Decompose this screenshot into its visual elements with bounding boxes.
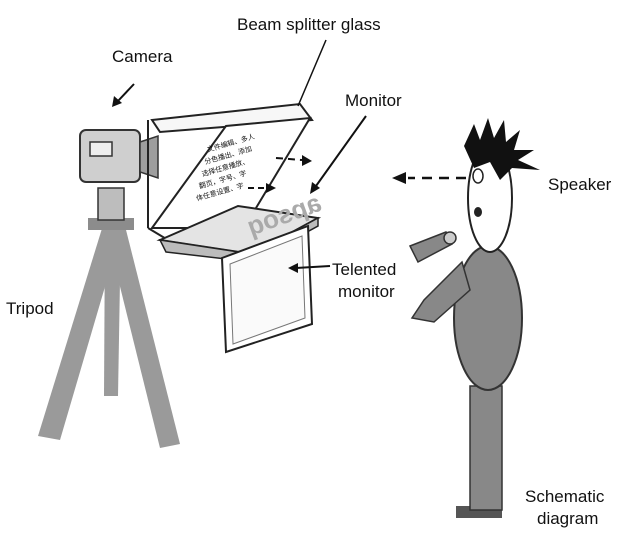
talent-monitor <box>220 224 314 354</box>
label-camera: Camera <box>112 47 173 66</box>
camera <box>79 129 159 221</box>
labels: Camera Beam splitter glass Monitor Speak… <box>6 15 612 528</box>
label-talent-monitor-line1: Telented <box>332 260 396 279</box>
label-monitor: Monitor <box>345 91 402 110</box>
microphone-head <box>443 231 457 245</box>
label-talent-monitor-line2: monitor <box>338 282 395 301</box>
speaker-figure <box>408 118 540 518</box>
speaker-eye <box>472 168 484 184</box>
callouts <box>112 39 367 273</box>
talent-monitor-screen <box>229 235 306 345</box>
label-schematic-line1: Schematic <box>525 487 605 506</box>
camera-mount <box>97 187 125 221</box>
tripod <box>38 218 180 448</box>
beam-splitter-hood <box>147 102 314 241</box>
label-speaker: Speaker <box>548 175 612 194</box>
camera-viewfinder <box>89 141 113 157</box>
speaker-arm <box>410 260 471 323</box>
label-beam-splitter: Beam splitter glass <box>237 15 381 34</box>
tripod-leg-right <box>104 222 180 448</box>
speaker-legs <box>469 385 503 511</box>
label-schematic-line2: diagram <box>537 509 598 528</box>
label-tripod: Tripod <box>6 299 54 318</box>
speaker-hair <box>464 118 540 180</box>
tripod-leg-left <box>38 222 124 440</box>
light-rays <box>248 155 466 193</box>
tripod-head <box>88 218 134 230</box>
beam-splitter-glass: 文件编辑、多人 分色播出、添加 选择任意播放、 翻页，字号、字 体任意设置、字 <box>150 116 312 229</box>
hood-top <box>150 102 314 134</box>
speaker-mouth <box>474 207 482 217</box>
